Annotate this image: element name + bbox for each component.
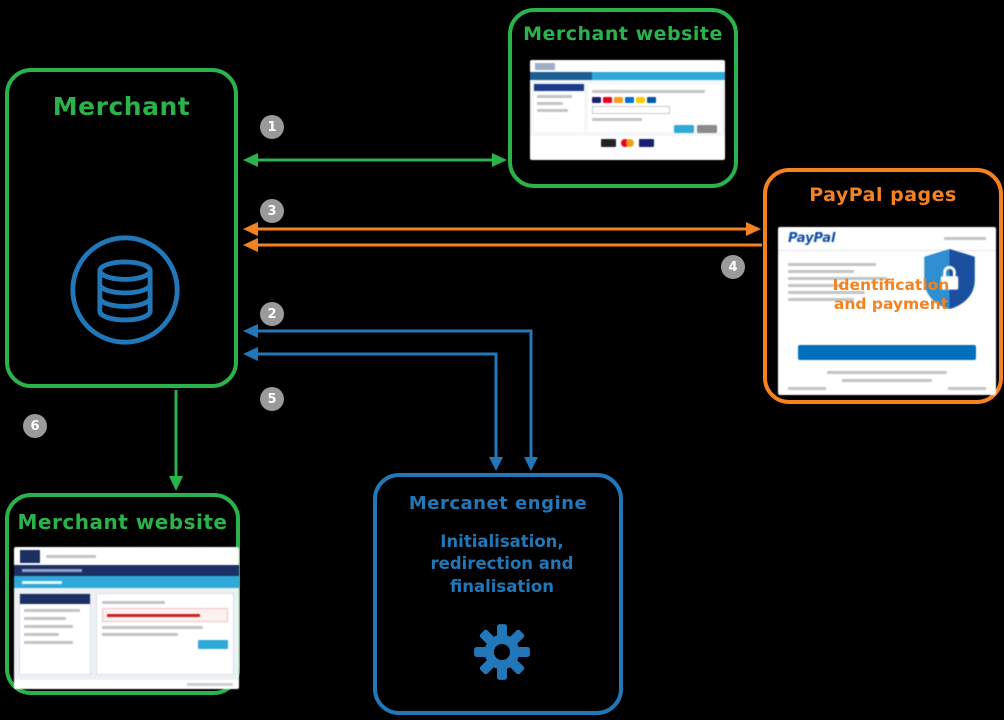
security-shield-icon	[924, 248, 975, 310]
card-logo	[647, 97, 656, 103]
screenshot-header	[14, 547, 239, 565]
paypal-header: PayPal	[778, 227, 996, 251]
step-badge-5: 5	[260, 387, 284, 411]
text-line	[102, 601, 165, 604]
text-line	[788, 277, 887, 280]
mercanet-engine-title: Mercanet engine	[408, 493, 588, 514]
text-line	[24, 625, 73, 628]
screenshot-body	[530, 80, 725, 136]
text-line	[788, 270, 854, 273]
text-line	[788, 298, 854, 301]
arrow-step6-merchant-to-website	[169, 390, 183, 491]
mercanet-engine-subtitle: Initialisation, redirection and finalisa…	[430, 532, 574, 596]
card-logo	[614, 97, 623, 103]
text-line	[537, 109, 568, 112]
payment-brands-row	[530, 136, 725, 150]
card-logo	[592, 97, 601, 103]
screenshot-header	[530, 60, 725, 72]
text-line	[24, 617, 66, 620]
text-line	[24, 633, 59, 636]
text-line	[537, 95, 573, 98]
text-line	[842, 379, 932, 382]
text-line	[592, 118, 642, 121]
text-line	[46, 554, 96, 558]
sidebar-header	[20, 594, 90, 604]
text-line	[788, 387, 826, 390]
text-line	[788, 291, 865, 294]
gear-icon	[474, 624, 530, 680]
text-line	[24, 641, 73, 644]
text-line	[788, 284, 843, 287]
paypal-logo: PayPal	[788, 231, 836, 246]
paypal-pay-button	[798, 345, 976, 360]
arrow-step3-merchant-to-paypal	[243, 222, 761, 236]
card-logo	[636, 97, 645, 103]
step-badge-2: 2	[260, 302, 284, 326]
button	[697, 125, 717, 133]
merchant-website-bottom-title: Merchant website	[17, 510, 228, 534]
text-line	[944, 237, 986, 240]
site-logo	[535, 62, 555, 70]
merchant-website-screenshot	[530, 60, 725, 160]
step-badge-3: 3	[260, 199, 284, 223]
merchant-website-top-node: Merchant website	[508, 8, 738, 188]
error-message-bar	[102, 608, 228, 622]
button	[198, 640, 228, 649]
step-badge-1: 1	[260, 115, 284, 139]
merchant-title: Merchant	[52, 92, 191, 121]
card-logo	[603, 97, 612, 103]
merchant-website-top-title: Merchant website	[523, 23, 723, 45]
text-line	[948, 387, 986, 390]
screenshot-content	[588, 84, 721, 133]
paypal-pages-title: PayPal pages	[809, 184, 957, 206]
paypal-screenshot: PayPal	[778, 227, 996, 395]
step-badge-4: 4	[721, 255, 745, 279]
button	[674, 125, 694, 133]
text-line	[22, 569, 82, 572]
mercanet-engine-node: Mercanet engine Initialisation, redirect…	[373, 473, 623, 715]
text-line	[24, 609, 80, 612]
arrow-step2-merchant-mercanet	[243, 324, 538, 471]
card-logo	[625, 97, 634, 103]
screenshot-sidebar	[534, 84, 584, 132]
screenshot-sidebar	[19, 593, 91, 675]
text-line	[102, 633, 178, 636]
brand-logo	[601, 139, 616, 147]
text-line	[22, 580, 62, 584]
paypal-form-lines	[788, 259, 898, 305]
paypal-pages-node: PayPal pages PayPal	[763, 168, 1003, 404]
input-field	[592, 106, 670, 114]
arrow-step5-mercanet-merchant	[243, 347, 503, 471]
text-line	[537, 102, 564, 105]
identification-payment-label: Identification and payment	[832, 276, 950, 314]
card-logos-row	[592, 97, 717, 103]
text-line	[788, 263, 876, 266]
text-line	[592, 90, 705, 93]
error-text-line	[107, 613, 200, 617]
merchant-node: Merchant	[5, 68, 238, 388]
step-badge-6: 6	[23, 414, 47, 438]
visa-logo	[639, 139, 654, 147]
button-row	[592, 125, 717, 133]
mastercard-logo	[621, 139, 634, 147]
paypal-footer	[788, 387, 986, 390]
screenshot-body	[14, 588, 239, 680]
text-line	[827, 371, 947, 374]
screenshot-footer	[14, 680, 239, 689]
sidebar-header	[534, 84, 584, 91]
database-icon	[70, 235, 180, 345]
merchant-website-screenshot	[14, 547, 239, 689]
screenshot-navbar	[530, 72, 725, 80]
text-line	[187, 683, 233, 686]
arrow-step1-merchant-website	[243, 153, 507, 167]
navbar-segment	[530, 72, 592, 80]
site-logo	[20, 549, 40, 563]
navbar	[14, 565, 239, 576]
merchant-website-bottom-node: Merchant website	[5, 493, 240, 695]
screenshot-content	[96, 593, 234, 675]
sub-navbar	[14, 576, 239, 588]
arrow-step4-paypal-to-merchant	[243, 238, 762, 252]
text-line	[102, 626, 203, 629]
